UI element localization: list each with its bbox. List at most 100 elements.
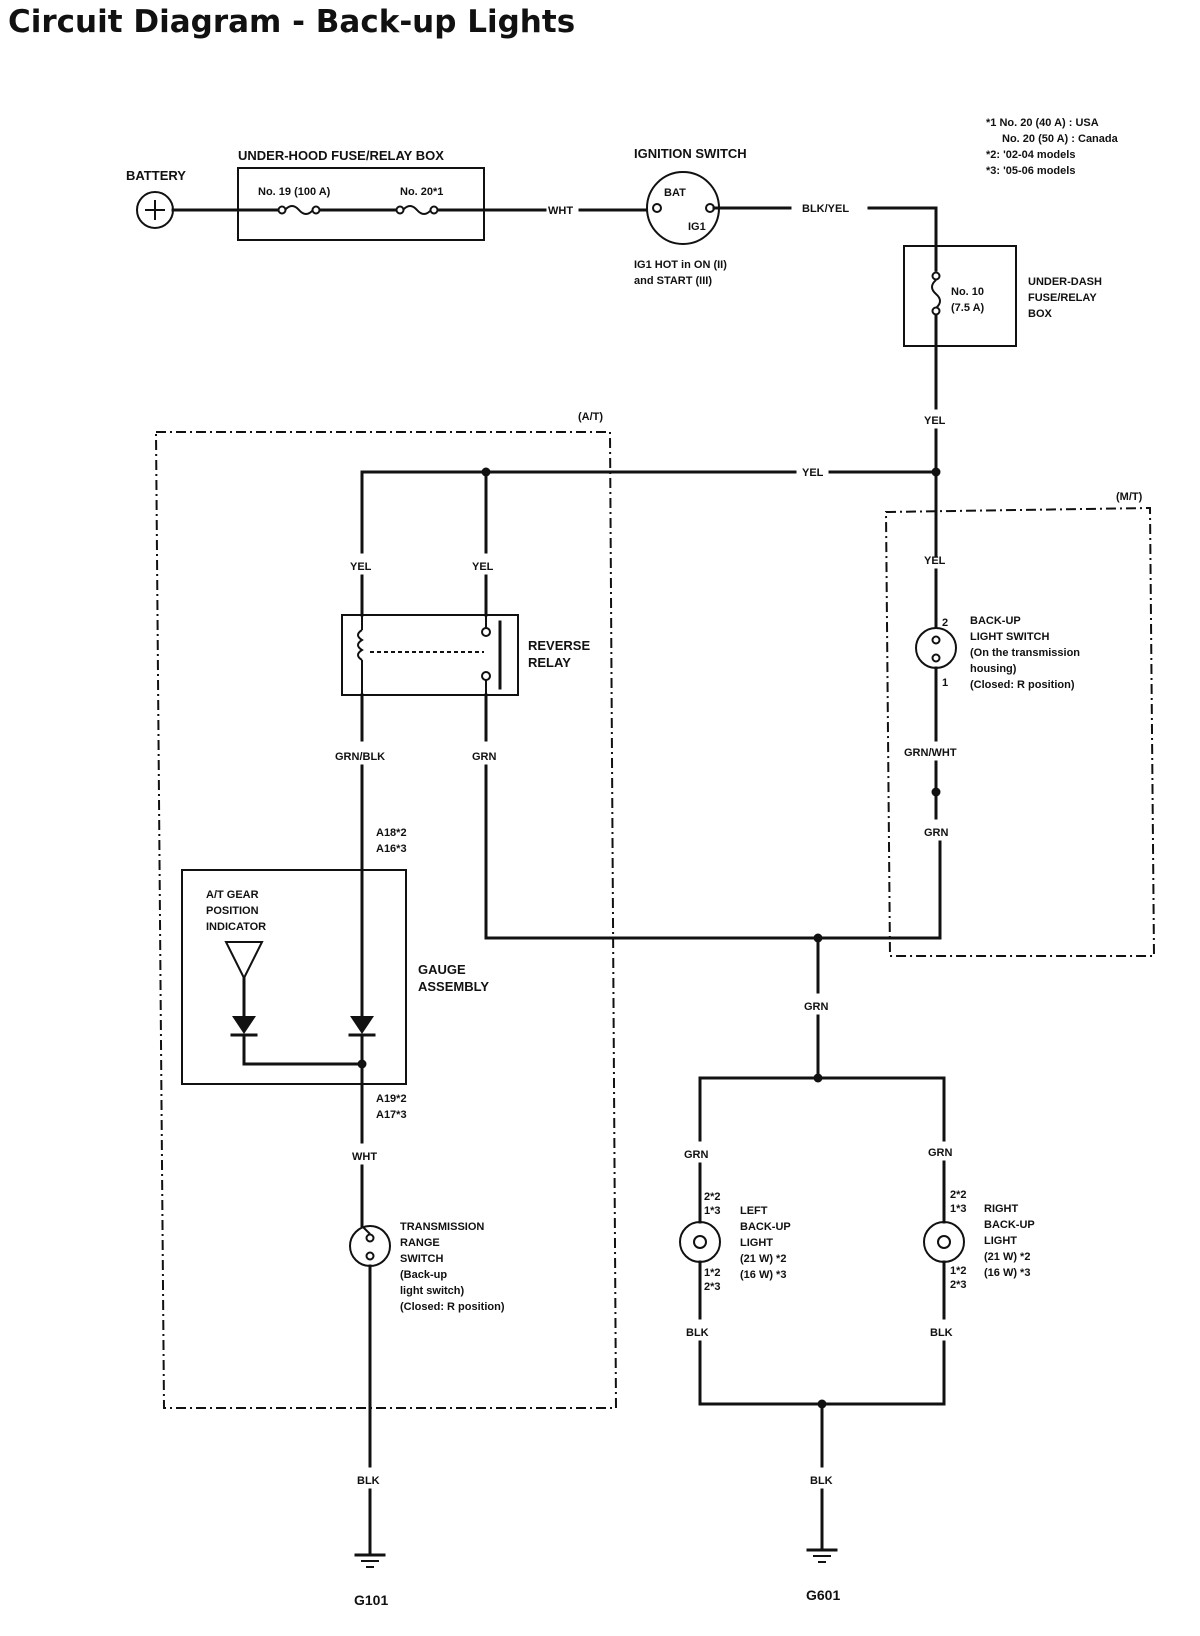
right-pin-c: 1*2 bbox=[950, 1265, 967, 1277]
left-label-3: LIGHT bbox=[740, 1237, 773, 1249]
ignition-bat-label: BAT bbox=[664, 187, 686, 199]
battery: BATTERY bbox=[126, 168, 186, 229]
bls-label-2: LIGHT SWITCH bbox=[970, 631, 1049, 643]
ignition-ig1-label: IG1 bbox=[688, 221, 706, 233]
right-backup-light: 2*2 1*3 1*2 2*3 RIGHT BACK-UP LIGHT (21 … bbox=[923, 1189, 1035, 1291]
left-bulb-icon bbox=[679, 1221, 721, 1263]
wire-label-wht-top: WHT bbox=[548, 205, 573, 217]
right-bulb-icon bbox=[923, 1221, 965, 1263]
fuse-20-label: No. 20*1 bbox=[400, 186, 443, 198]
pin-a18: A18*2 bbox=[376, 827, 407, 839]
underhood-title: UNDER-HOOD FUSE/RELAY BOX bbox=[238, 148, 444, 163]
pin-a19: A19*2 bbox=[376, 1093, 407, 1105]
wire-label-grn-main: GRN bbox=[804, 1001, 829, 1013]
indicator-label-2: POSITION bbox=[206, 905, 259, 917]
diode-left-icon bbox=[232, 1016, 256, 1034]
wire-label-yel-2: YEL bbox=[350, 561, 372, 573]
right-label-1: RIGHT bbox=[984, 1203, 1019, 1215]
wire-label-yel-bus: YEL bbox=[802, 467, 824, 479]
footnotes: *1 No. 20 (40 A) : USA No. 20 (50 A) : C… bbox=[986, 117, 1119, 177]
ground-g601-label: G601 bbox=[806, 1587, 840, 1603]
underdash-label-1: UNDER-DASH bbox=[1028, 276, 1102, 288]
relay-label-1: REVERSE bbox=[528, 638, 590, 653]
wire-label-grn-left: GRN bbox=[684, 1149, 709, 1161]
trs-label-1: TRANSMISSION bbox=[400, 1221, 484, 1233]
right-label-5: (16 W) *3 bbox=[984, 1267, 1030, 1279]
transmission-range-switch: TRANSMISSION RANGE SWITCH (Back-up light… bbox=[349, 1221, 505, 1313]
wire-label-yel-1: YEL bbox=[924, 415, 946, 427]
relay-label-2: RELAY bbox=[528, 655, 571, 670]
reverse-relay: REVERSE RELAY bbox=[341, 614, 590, 696]
wire-label-blk-left: BLK bbox=[686, 1327, 709, 1339]
trs-label-3: SWITCH bbox=[400, 1253, 443, 1265]
bls-label-5: (Closed: R position) bbox=[970, 679, 1075, 691]
trs-label-6: (Closed: R position) bbox=[400, 1301, 505, 1313]
pin-a16: A16*3 bbox=[376, 843, 407, 855]
fuse-20-icon bbox=[402, 205, 432, 215]
bls-label-4: housing) bbox=[970, 663, 1017, 675]
trs-label-5: light switch) bbox=[400, 1285, 465, 1297]
at-section: (A/T) bbox=[154, 411, 618, 1409]
note-4: *3: '05-06 models bbox=[986, 165, 1075, 177]
left-label-5: (16 W) *3 bbox=[740, 1269, 786, 1281]
right-pin-a: 2*2 bbox=[950, 1189, 967, 1201]
ground-g101-icon bbox=[354, 1553, 386, 1568]
ignition-switch: IGNITION SWITCH BAT IG1 IG1 HOT in ON (I… bbox=[634, 146, 747, 287]
mt-boundary bbox=[884, 506, 1156, 957]
bls-pin-1: 1 bbox=[942, 677, 948, 689]
pin-a17: A17*3 bbox=[376, 1109, 407, 1121]
left-backup-light: 2*2 1*3 1*2 2*3 LEFT BACK-UP LIGHT (21 W… bbox=[679, 1191, 791, 1293]
mt-label: (M/T) bbox=[1116, 491, 1143, 503]
gauge-assembly: A/T GEAR POSITION INDICATOR GAUGE ASSEMB… bbox=[181, 868, 489, 1086]
note-3: *2: '02-04 models bbox=[986, 149, 1075, 161]
ignition-note-1: IG1 HOT in ON (II) bbox=[634, 259, 727, 271]
left-label-4: (21 W) *2 bbox=[740, 1253, 786, 1265]
relay-coil-icon bbox=[357, 629, 364, 661]
fuse-10-rating: (7.5 A) bbox=[951, 302, 985, 314]
left-pin-d: 2*3 bbox=[704, 1281, 721, 1293]
gauge-label-2: ASSEMBLY bbox=[418, 979, 489, 994]
indicator-lamp-icon bbox=[224, 941, 264, 981]
wire-label-wht-at: WHT bbox=[352, 1151, 377, 1163]
indicator-label-3: INDICATOR bbox=[206, 921, 266, 933]
gauge-label-1: GAUGE bbox=[418, 962, 466, 977]
fuse-19-icon bbox=[284, 205, 314, 215]
wire-label-blk-right: BLK bbox=[930, 1327, 953, 1339]
indicator-label-1: A/T GEAR bbox=[206, 889, 259, 901]
wire-label-yel-3: YEL bbox=[472, 561, 494, 573]
fuse-19-label: No. 19 (100 A) bbox=[258, 186, 331, 198]
ground-g101-label: G101 bbox=[354, 1592, 388, 1608]
fuse-10-icon bbox=[931, 279, 941, 309]
wire-label-grn-relay: GRN bbox=[472, 751, 497, 763]
ground-g601-icon bbox=[806, 1548, 838, 1563]
trs-label-2: RANGE bbox=[400, 1237, 440, 1249]
bls-label-3: (On the transmission bbox=[970, 647, 1080, 659]
right-pin-d: 2*3 bbox=[950, 1279, 967, 1291]
at-boundary bbox=[154, 431, 618, 1409]
underdash-label-2: FUSE/RELAY bbox=[1028, 292, 1097, 304]
diode-right-icon bbox=[350, 1016, 374, 1034]
underhood-fuse-relay-box: UNDER-HOOD FUSE/RELAY BOX No. 19 (100 A)… bbox=[236, 148, 486, 241]
left-pin-a: 2*2 bbox=[704, 1191, 721, 1203]
trs-label-4: (Back-up bbox=[400, 1269, 447, 1281]
left-label-1: LEFT bbox=[740, 1205, 768, 1217]
wire-label-blk-g101: BLK bbox=[357, 1475, 380, 1487]
wire-label-grn-mt: GRN bbox=[924, 827, 949, 839]
wire-label-yel-mt: YEL bbox=[924, 555, 946, 567]
backup-light-switch: 2 1 BACK-UP LIGHT SWITCH (On the transmi… bbox=[915, 615, 1080, 691]
page-title: Circuit Diagram - Back-up Lights bbox=[8, 4, 575, 40]
fuse-10-label: No. 10 bbox=[951, 286, 984, 298]
wire-label-blk-yel: BLK/YEL bbox=[802, 203, 849, 215]
ignition-note-2: and START (III) bbox=[634, 275, 712, 287]
bls-label-1: BACK-UP bbox=[970, 615, 1021, 627]
right-label-2: BACK-UP bbox=[984, 1219, 1035, 1231]
at-label: (A/T) bbox=[578, 411, 603, 423]
wire-label-grn-blk: GRN/BLK bbox=[335, 751, 385, 763]
underdash-label-3: BOX bbox=[1028, 308, 1053, 320]
mt-section: (M/T) bbox=[884, 491, 1156, 957]
left-pin-c: 1*2 bbox=[704, 1267, 721, 1279]
wire-label-grn-wht: GRN/WHT bbox=[904, 747, 957, 759]
left-pin-b: 1*3 bbox=[704, 1205, 721, 1217]
right-label-4: (21 W) *2 bbox=[984, 1251, 1030, 1263]
